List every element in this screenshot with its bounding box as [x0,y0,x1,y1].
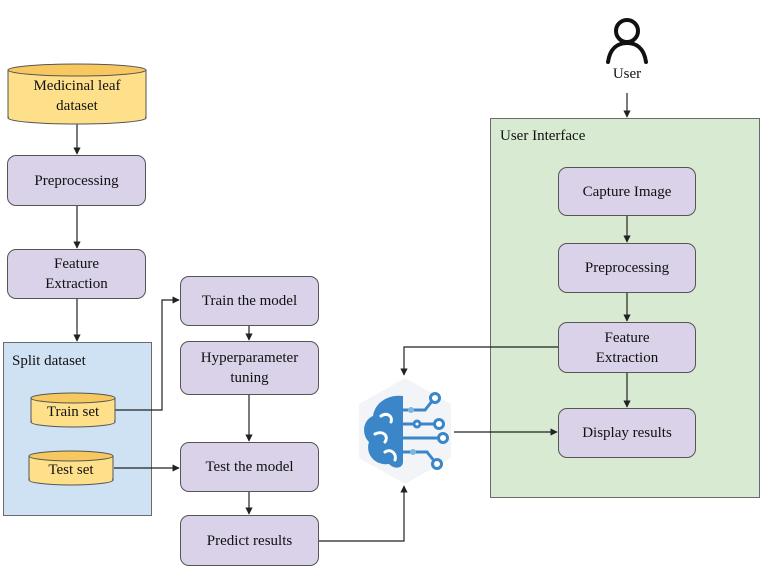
feature-extraction-line1: Feature [54,256,99,272]
hyperparameter-line1: Hyperparameter [200,350,299,366]
preprocessing-label: Preprocessing [34,172,119,189]
user-label: User [612,66,642,82]
user-icon [604,16,650,64]
test-model-node: Test the model [180,442,319,492]
machine-learning-brain-icon [355,376,455,486]
ui-preprocessing-node: Preprocessing [558,243,696,293]
test-set-cylinder [28,450,114,486]
ui-feature-extraction-node: Feature Extraction [558,322,696,373]
train-set-label: Train set [30,400,116,424]
ui-feature-line1: Feature [604,329,650,346]
feature-extraction-line2: Extraction [45,276,108,292]
train-model-node: Train the model [180,276,319,326]
dataset-label-line1: Medicinal leaf [33,78,121,94]
preprocessing-node: Preprocessing [7,155,146,206]
hyperparameter-tuning-node: Hyperparameter tuning [180,341,319,395]
ui-capture-image-node: Capture Image [558,167,696,216]
predict-results-node: Predict results [180,515,319,566]
train-set-text: Train set [46,404,100,420]
test-set-text: Test set [48,462,94,478]
split-dataset-title: Split dataset [12,353,86,369]
ui-display-results-node: Display results [558,408,696,458]
test-model-label: Test the model [205,459,294,475]
medicinal-leaf-dataset-cylinder [7,63,147,125]
medicinal-leaf-dataset-label: Medicinal leaf dataset [7,74,147,118]
ui-capture-image-label: Capture Image [582,183,672,200]
ui-display-results-label: Display results [582,425,672,441]
hyperparameter-line2: tuning [230,370,269,386]
dataset-label-line2: dataset [56,98,98,114]
ui-preprocessing-label: Preprocessing [584,260,670,276]
split-dataset-group: Split dataset [3,342,152,516]
ui-feature-line2: Extraction [595,349,659,366]
train-model-label: Train the model [201,293,298,309]
test-set-label: Test set [28,458,114,482]
train-set-cylinder [30,392,116,428]
predict-results-label: Predict results [206,532,293,549]
user-interface-title: User Interface [500,128,586,144]
feature-extraction-node: Feature Extraction [7,249,146,299]
